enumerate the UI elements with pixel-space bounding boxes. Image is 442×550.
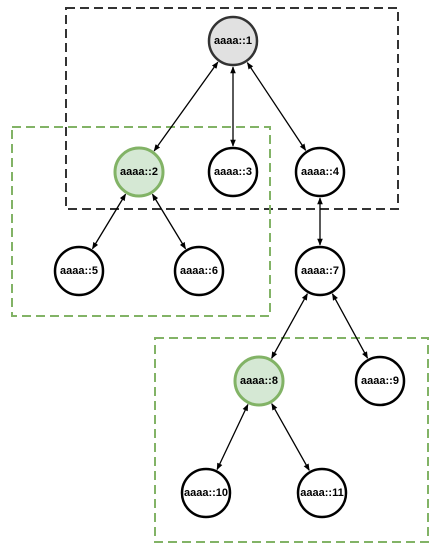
node-circle: [207, 15, 259, 67]
node-circle: [53, 245, 105, 297]
node-label: aaaa::9: [361, 375, 399, 387]
node-aaaa-10: aaaa::10: [180, 467, 232, 519]
node-aaaa-5: aaaa::5: [53, 245, 105, 297]
edge-n8-n10: [216, 403, 249, 471]
node-circle: [113, 146, 165, 198]
edge-n8-n11: [271, 403, 310, 471]
node-aaaa-8: aaaa::8: [233, 355, 285, 407]
edge-n2-n6: [151, 193, 187, 250]
node-aaaa-1: aaaa::1: [207, 15, 259, 67]
node-circle: [296, 467, 348, 519]
node-label: aaaa::3: [214, 166, 252, 178]
node-aaaa-9: aaaa::9: [354, 355, 406, 407]
node-aaaa-7: aaaa::7: [294, 245, 346, 297]
node-label: aaaa::7: [301, 265, 339, 277]
edge-n1-n4: [246, 62, 307, 151]
edge-n2-n5: [91, 193, 127, 250]
node-circle: [294, 146, 346, 198]
node-circle: [233, 355, 285, 407]
node-label: aaaa::11: [300, 487, 343, 499]
node-aaaa-11: aaaa::11: [296, 467, 348, 519]
node-aaaa-3: aaaa::3: [207, 146, 259, 198]
node-circle: [294, 245, 346, 297]
node-circle: [180, 467, 232, 519]
node-circle: [354, 355, 406, 407]
left-green-region-box: [11, 126, 271, 317]
node-aaaa-6: aaaa::6: [173, 245, 225, 297]
edge-layer: [91, 61, 369, 471]
edge-n7-n9: [331, 293, 369, 359]
node-label: aaaa::1: [214, 35, 252, 47]
node-label: aaaa::8: [240, 375, 278, 387]
node-aaaa-2: aaaa::2: [113, 146, 165, 198]
node-label: aaaa::2: [120, 166, 158, 178]
node-label: aaaa::6: [180, 265, 218, 277]
edge-n7-n8: [271, 293, 308, 359]
node-label: aaaa::4: [301, 166, 340, 178]
node-circle: [173, 245, 225, 297]
node-aaaa-4: aaaa::4: [294, 146, 346, 198]
edge-n1-n2: [153, 61, 219, 152]
node-label: aaaa::5: [60, 265, 98, 277]
node-label: aaaa::10: [184, 487, 228, 499]
node-circle: [207, 146, 259, 198]
